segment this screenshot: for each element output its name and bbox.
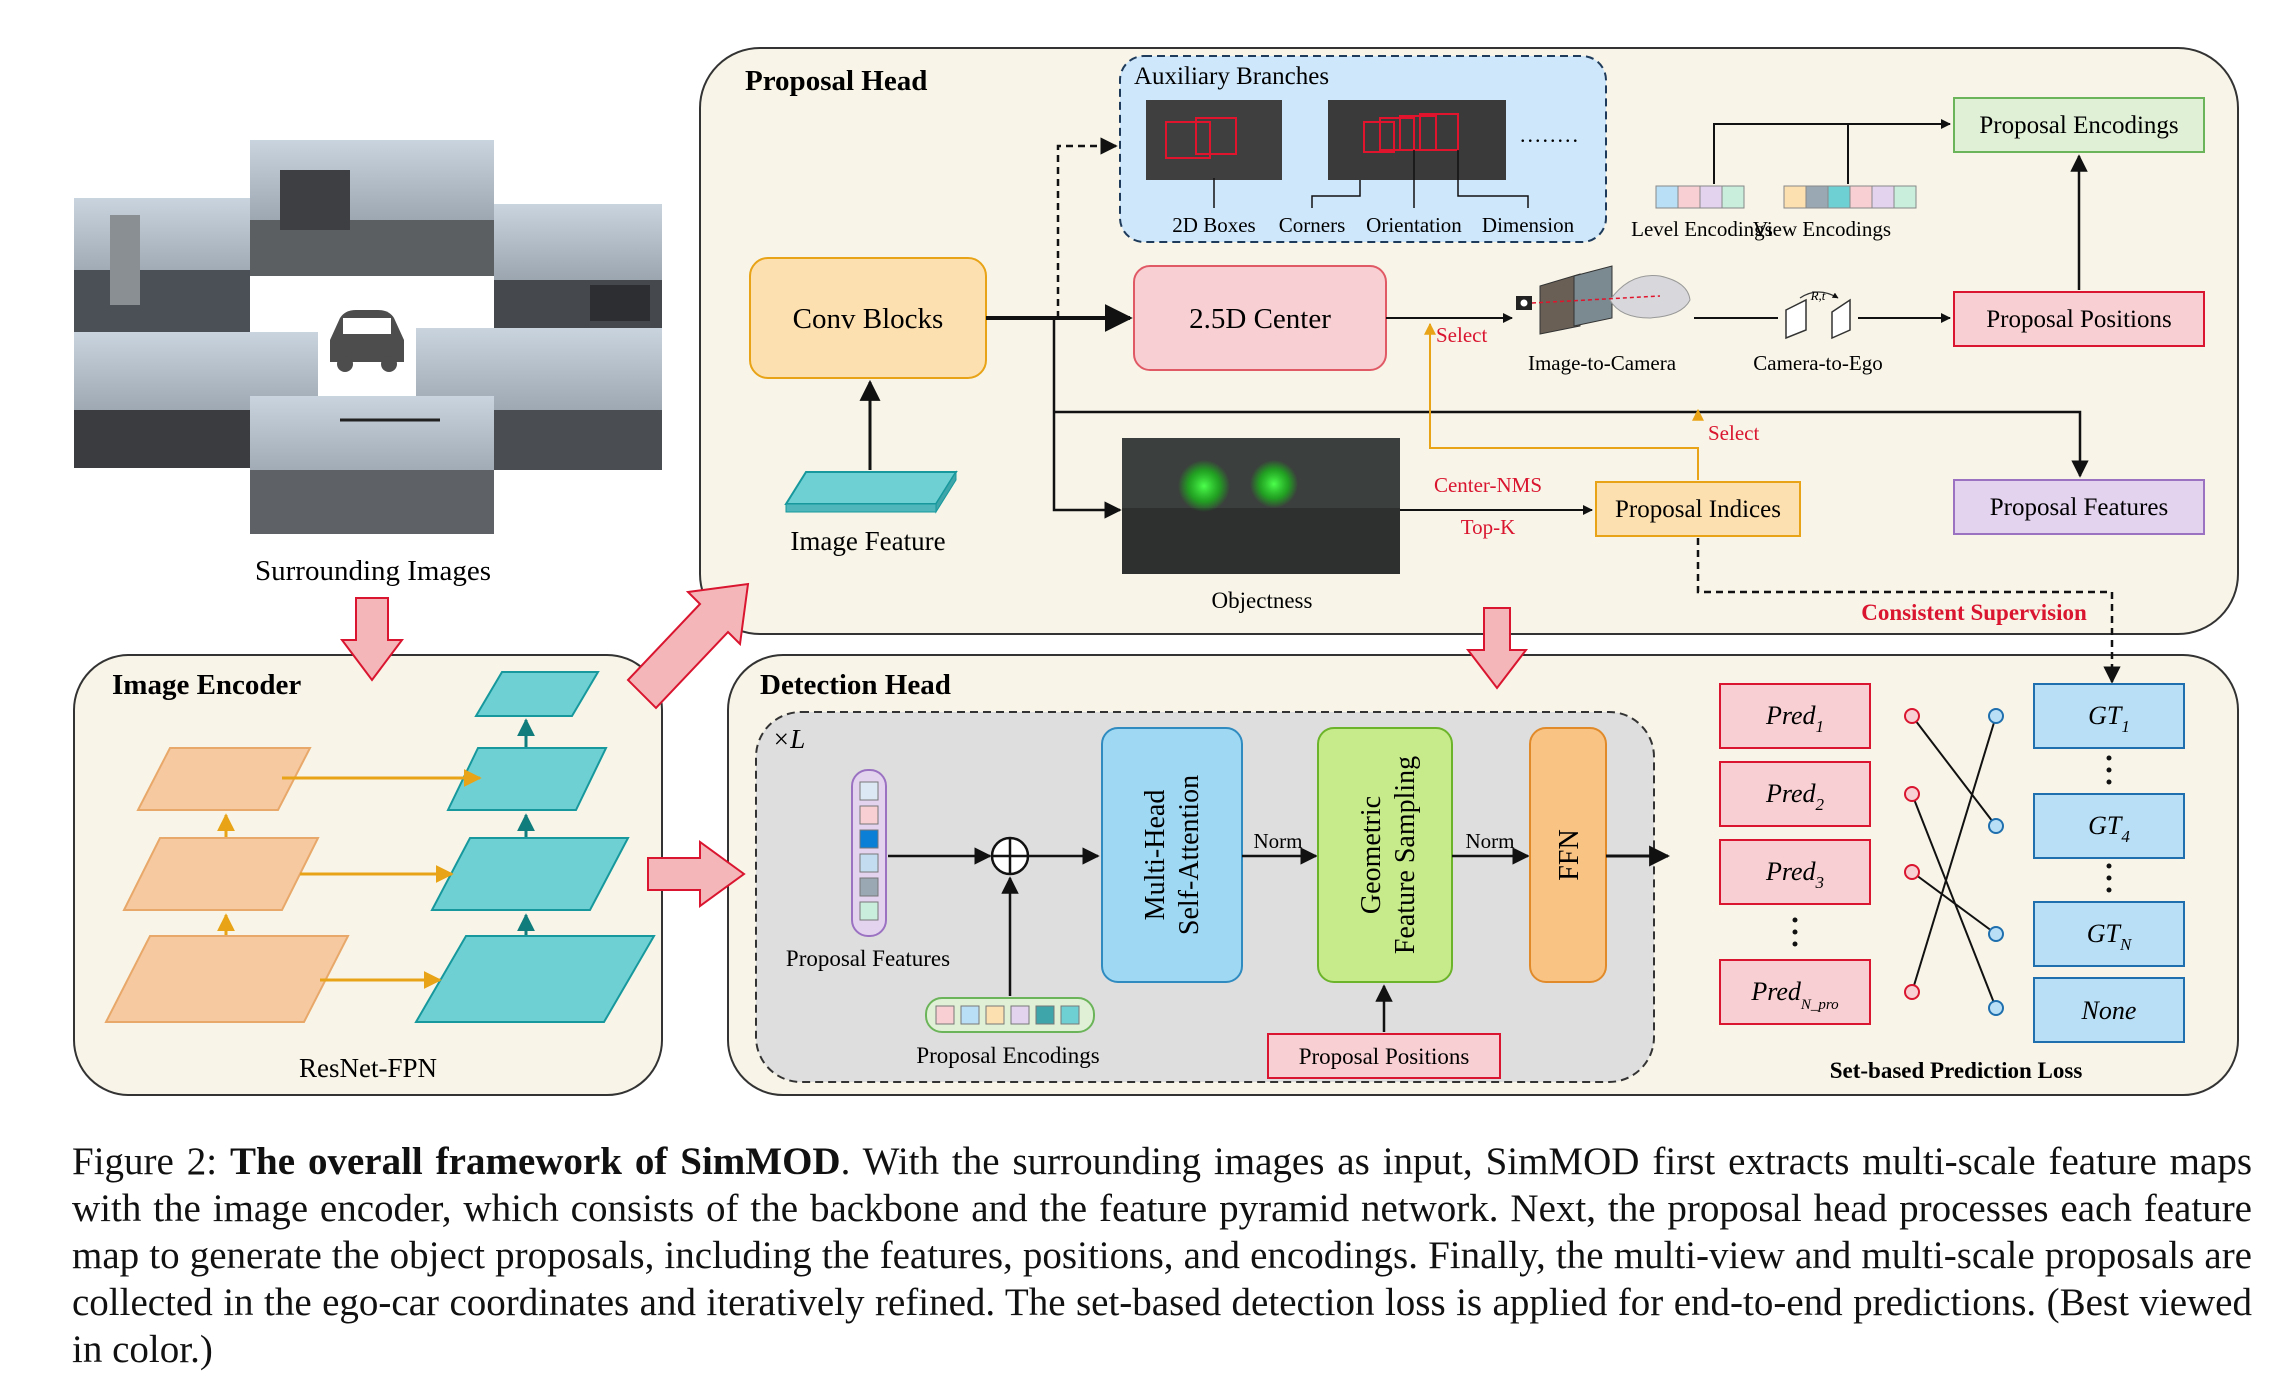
pred-3-label: Pred3 [1765,857,1824,892]
gfs-label-2: Feature Sampling [1390,756,1421,954]
gt-n-label: GTN [2087,919,2133,954]
gt-1-label: GT1 [2088,701,2130,736]
select-label-1: Select [1436,323,1487,347]
view-encodings-label: View Encodings [1753,217,1891,241]
level-encodings-label: Level Encodings [1631,217,1773,241]
pred-boxes [1719,683,1871,1025]
surrounding-images-collage [74,140,662,534]
proposal-positions-label: Proposal Positions [1986,306,2171,333]
arrow-conv-to-proposal-features [1054,410,2089,478]
consistent-supervision-label: Consistent Supervision [1861,600,2087,625]
encodings-join-lines [1713,123,1849,184]
arrow-encoder-to-detection [647,840,746,908]
image-feature-slab [784,470,958,514]
set-loss-title: Set-based Prediction Loss [1830,1058,2083,1083]
aux-label-orientation: Orientation [1366,213,1462,237]
ffn-label: FFN [1554,829,1585,880]
proposal-features-label: Proposal Features [1990,494,2168,521]
norm-label-2: Norm [1466,829,1515,853]
arrow-encoder-to-proposal [626,582,750,710]
fpn-backbone-planes [104,747,350,1023]
camera-to-ego-illustration [1785,291,1851,340]
image-encoder-title: Image Encoder [112,669,301,701]
consistent-supervision-line [1696,538,2121,684]
mhsa-label-2: Self-Attention [1174,775,1205,935]
pred-match-dots [1904,708,1920,1000]
aux-label-dimension: Dimension [1482,213,1575,237]
matching-lines [1911,715,1997,1009]
proposal-encodings-label: Proposal Encodings [1979,112,2178,139]
image-feature-label: Image Feature [790,526,945,556]
arrow-conv-to-objectness [1052,318,1122,519]
fpn-arrows [217,718,535,989]
detection-proposal-positions-box [1267,1033,1501,1079]
pred-n-label: PredN_pro [1750,977,1839,1013]
center-25d-label: 2.5D Center [1189,303,1331,335]
norm-label-1: Norm [1254,829,1303,853]
aux-image-2 [1328,100,1506,180]
select-feedback-line [1424,322,1699,480]
none-label: None [2081,996,2137,1025]
conv-blocks-label: Conv Blocks [793,303,944,335]
pred-1-label: Pred1 [1765,701,1824,736]
surrounding-images-label: Surrounding Images [255,555,491,587]
view-encodings-cells [1783,185,1917,209]
pred-ellipsis-dots [1792,917,1798,947]
arrow-proposal-to-detection [1465,607,1529,690]
detection-proposal-encodings-label: Proposal Encodings [916,1043,1099,1068]
proposal-encodings-box [1953,97,2205,153]
camera-to-ego-label: Camera-to-Ego [1753,351,1882,375]
proposal-indices-box [1595,481,1801,537]
mhsa-label-1: Multi-Head [1140,790,1171,921]
rt-label: R,t [1810,288,1826,303]
detection-proposal-positions-label: Proposal Positions [1299,1044,1470,1069]
proposal-features-cells [859,781,879,921]
detection-head-title: Detection Head [760,669,951,701]
center-nms-label: Center-NMS [1434,473,1542,497]
gt-ellipsis-dots [2106,755,2112,893]
times-l-label: ×L [772,724,805,754]
mhsa-box [1101,727,1243,983]
pred-2-label: Pred2 [1765,779,1825,814]
gt-4-label: GT4 [2088,811,2130,846]
framework-diagram: Proposal Head Image Encoder Detection He… [73,47,2239,1096]
figure-caption: Figure 2: The overall framework of SimMO… [72,1138,2252,1373]
auxiliary-branches-title: Auxiliary Branches [1134,63,1329,90]
proposal-positions-box [1953,291,2205,347]
proposal-head-title: Proposal Head [745,65,927,97]
image-to-camera-label: Image-to-Camera [1528,351,1677,375]
image-to-camera-illustration [1516,265,1691,335]
proposal-features-box [1953,479,2205,535]
fpn-pyramid-planes [414,671,656,1023]
select-label-2: Select [1708,421,1759,445]
aux-label-corners: Corners [1279,213,1346,237]
proposal-indices-label: Proposal Indices [1615,496,1781,523]
detection-proposal-features-label: Proposal Features [786,946,950,971]
gfs-label-1: Geometric [1356,796,1387,914]
proposal-encodings-cells [935,1005,1080,1025]
caption-title: The overall framework of SimMOD [230,1140,841,1183]
level-encodings-cells [1655,185,1745,209]
caption-prefix: Figure 2: [72,1140,231,1183]
caption-body: . With the surrounding images as input, … [72,1140,2252,1371]
arrow-conv-to-aux [1056,137,1118,318]
resnet-fpn-label: ResNet-FPN [299,1053,437,1083]
gt-boxes [2033,683,2185,1043]
top-k-label: Top-K [1461,515,1516,539]
aux-image-1 [1146,100,1282,180]
aux-label-2d-boxes: 2D Boxes [1172,213,1255,237]
objectness-label: Objectness [1212,588,1313,613]
arrow-images-to-encoder [340,597,404,682]
car-icon [330,310,404,362]
aux-ellipsis: ........ [1520,122,1580,147]
aux-label-leaders [1213,150,1529,208]
gt-match-dots [1988,708,2004,1016]
